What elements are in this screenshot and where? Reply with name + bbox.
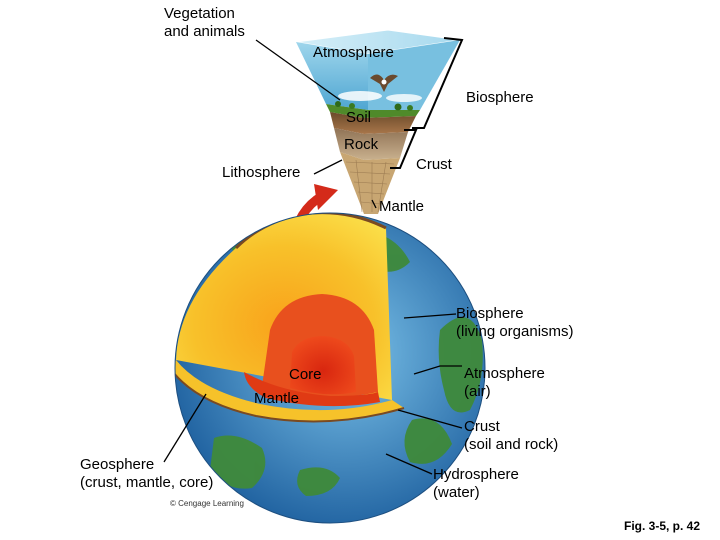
biosphere-bracket (412, 37, 464, 129)
earth-globe (174, 212, 486, 524)
soil-band (330, 112, 416, 134)
atmosphere-right-label: Atmosphere (air) (464, 365, 545, 400)
copyright-label: © Cengage Learning (170, 499, 244, 508)
rock-band (334, 128, 408, 160)
biosphere-top-label: Biosphere (466, 89, 534, 106)
hydrosphere-label: Hydrosphere (water) (433, 466, 519, 501)
atmosphere-wedge (295, 29, 461, 110)
bird-icon (370, 74, 398, 92)
vegetation-label: Vegetation and animals (164, 5, 245, 40)
crust-bracket (390, 129, 418, 169)
mantle-top-label: Mantle (379, 198, 425, 215)
soil-label: Soil (346, 109, 372, 126)
atmosphere-top-label: Atmosphere (313, 44, 394, 61)
vegetation-strip (326, 101, 420, 118)
lithosphere-label: Lithosphere (222, 164, 301, 181)
rock-label: Rock (344, 136, 379, 153)
crust-wedge-tip (340, 152, 400, 214)
crust-right-label: Crust (soil and rock) (464, 418, 559, 453)
leader-lines-globe (163, 313, 463, 475)
crust-top-label: Crust (416, 156, 452, 173)
core-label: Core (289, 366, 322, 383)
figure-reference: Fig. 3-5, p. 42 (624, 519, 701, 533)
leader-lines-top (255, 39, 377, 209)
geosphere-label: Geosphere (crust, mantle, core) (80, 456, 214, 491)
mantle-inner-label: Mantle (254, 390, 300, 407)
biosphere-right-label: Biosphere (living organisms) (456, 305, 574, 340)
